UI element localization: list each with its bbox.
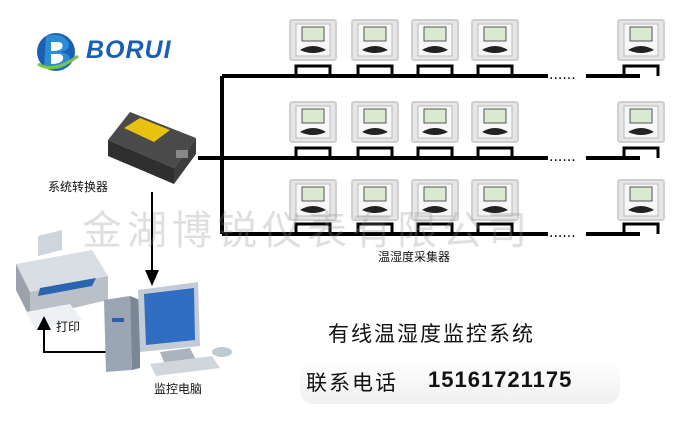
ellipsis-row3: ...... xyxy=(549,225,576,241)
ellipsis-gaps xyxy=(548,70,586,240)
brand-name: BORUI xyxy=(86,36,172,64)
printer-label: 打印 xyxy=(56,320,81,334)
ellipsis-row2: ...... xyxy=(549,149,576,165)
collector-device xyxy=(289,19,337,61)
collector-device xyxy=(471,19,519,61)
collector-label: 温湿度采集器 xyxy=(378,250,451,264)
collector-cable xyxy=(476,222,514,234)
collector-device xyxy=(411,19,459,61)
collector-cable xyxy=(476,146,514,158)
computer-label: 监控电脑 xyxy=(154,382,203,396)
collector-cable xyxy=(622,222,660,234)
arrow-to-computer xyxy=(145,192,159,286)
collector-device xyxy=(351,101,399,143)
collector-cable xyxy=(622,64,660,76)
collector-cable xyxy=(356,146,394,158)
collector-cable xyxy=(476,64,514,76)
system-title: 有线温湿度监控系统 xyxy=(328,322,535,346)
collector-device xyxy=(471,101,519,143)
contact-panel xyxy=(300,358,620,404)
collector-cable xyxy=(622,146,660,158)
collector-device xyxy=(411,101,459,143)
ellipsis-marks: ...... ...... ...... xyxy=(549,67,576,241)
contact-label: 联系电话 xyxy=(306,371,398,395)
arrow-to-printer xyxy=(43,326,106,353)
arrow-head-printer xyxy=(37,316,51,330)
collector-cable xyxy=(294,222,332,234)
brand-logo: BORUI xyxy=(34,30,194,74)
collector-device xyxy=(617,101,665,143)
ellipsis-row1: ...... xyxy=(549,67,576,83)
borui-b-logo-icon xyxy=(37,33,79,71)
collector-cable xyxy=(416,64,454,76)
collector-cable xyxy=(294,146,332,158)
collector-device xyxy=(411,179,459,221)
collector-cable xyxy=(294,64,332,76)
collector-device xyxy=(471,179,519,221)
collector-device xyxy=(289,179,337,221)
collector-cable xyxy=(356,222,394,234)
system-converter-device xyxy=(108,112,196,184)
collector-device xyxy=(351,19,399,61)
collector-cable xyxy=(416,222,454,234)
company-watermark: 金湖博锐仪表有限公司 xyxy=(82,208,532,254)
monitor-computer xyxy=(104,282,232,376)
collector-device xyxy=(351,179,399,221)
collector-cable xyxy=(416,146,454,158)
collector-cable xyxy=(356,64,394,76)
collector-device xyxy=(289,101,337,143)
contact-phone: 15161721175 xyxy=(428,367,573,392)
converter-label: 系统转换器 xyxy=(48,180,109,194)
printer-device xyxy=(16,230,108,330)
collector-device xyxy=(617,19,665,61)
collector-device xyxy=(617,179,665,221)
